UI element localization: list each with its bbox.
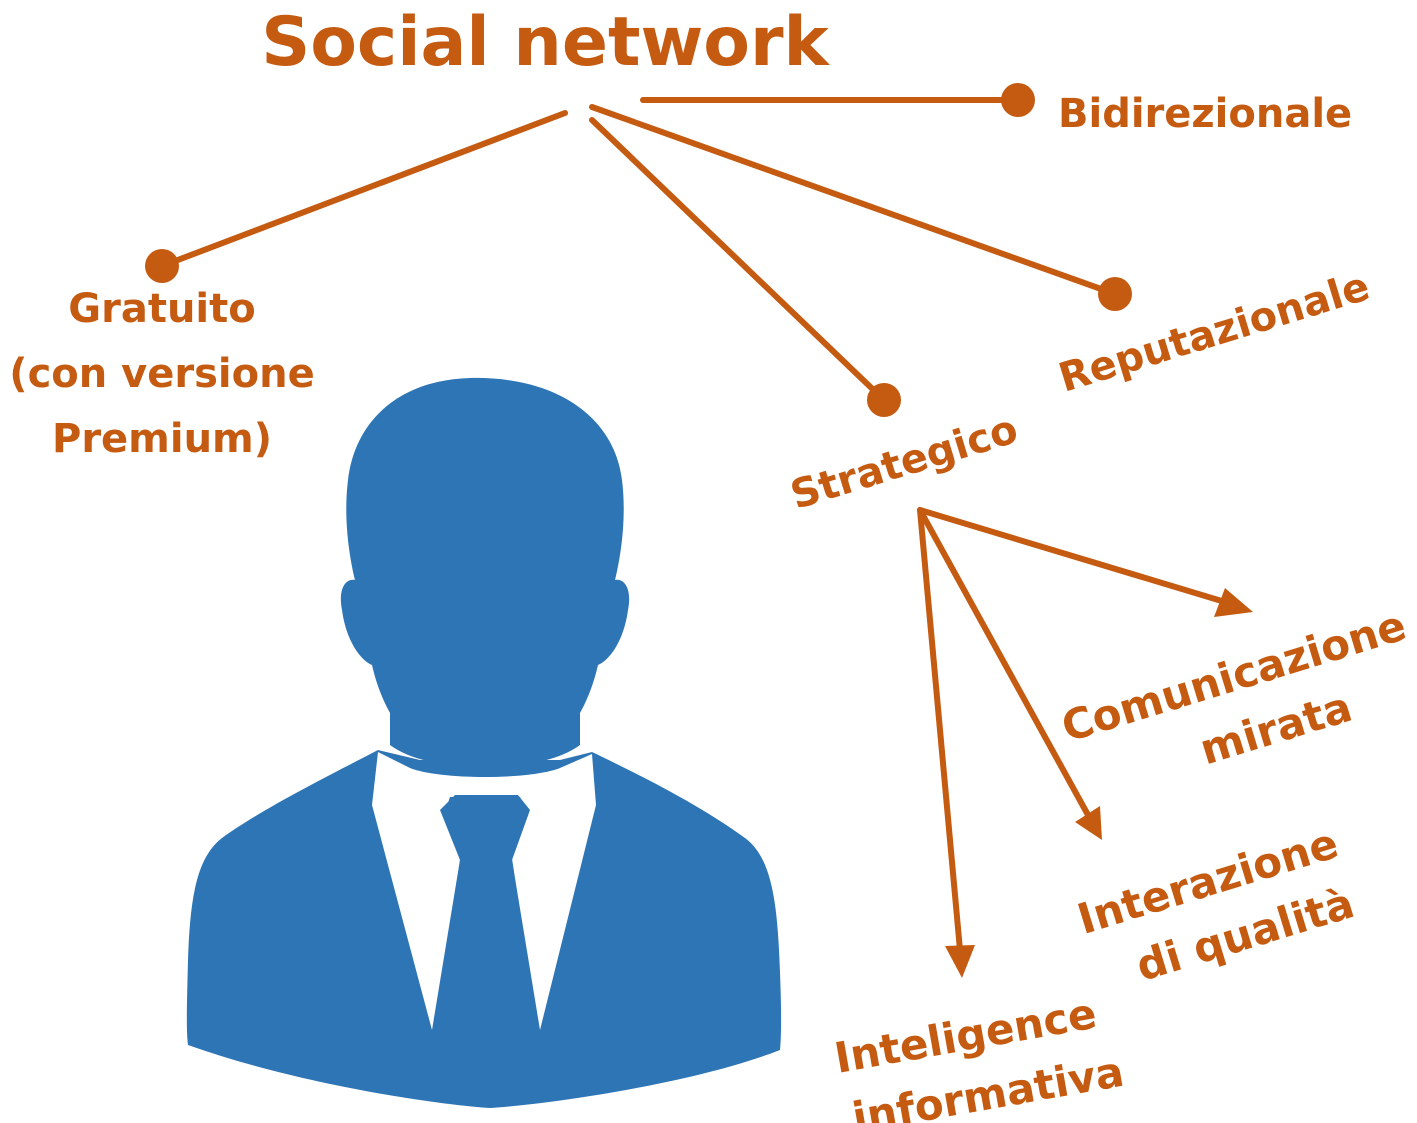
connector-reputazionale [589,104,1118,297]
connector-gratuito [159,110,568,269]
label-gratuito-line-3: Premium) [52,416,272,462]
node-dot-strategico [867,383,901,417]
node-dot-bidirezionale [1001,83,1035,117]
node-dot-reputazionale [1098,277,1132,311]
label-gratuito: Gratuito (con versione Premium) [9,286,314,462]
arrow-to-inteligence [917,507,975,978]
arrow-to-comunicazione [917,507,1253,617]
businessman-silhouette-icon [186,377,782,1108]
label-interazione: Interazione di qualità [1072,818,1360,990]
diagram-title: Social network [261,3,830,82]
arrow-to-interazione [917,507,1102,840]
label-inteligence: Inteligence informativa [831,989,1128,1123]
label-bidirezionale: Bidirezionale [1058,91,1352,137]
tie-icon [436,797,538,1090]
label-strategico: Strategico [785,406,1023,519]
label-comunicazione: Comunicazione mirata [1056,601,1412,775]
head-shape [340,377,630,759]
shirt-collar [372,752,596,1030]
label-gratuito-line-2: (con versione [9,351,314,397]
node-dot-gratuito [145,249,179,283]
connector-strategico [589,117,887,403]
label-gratuito-line-1: Gratuito [68,286,255,332]
